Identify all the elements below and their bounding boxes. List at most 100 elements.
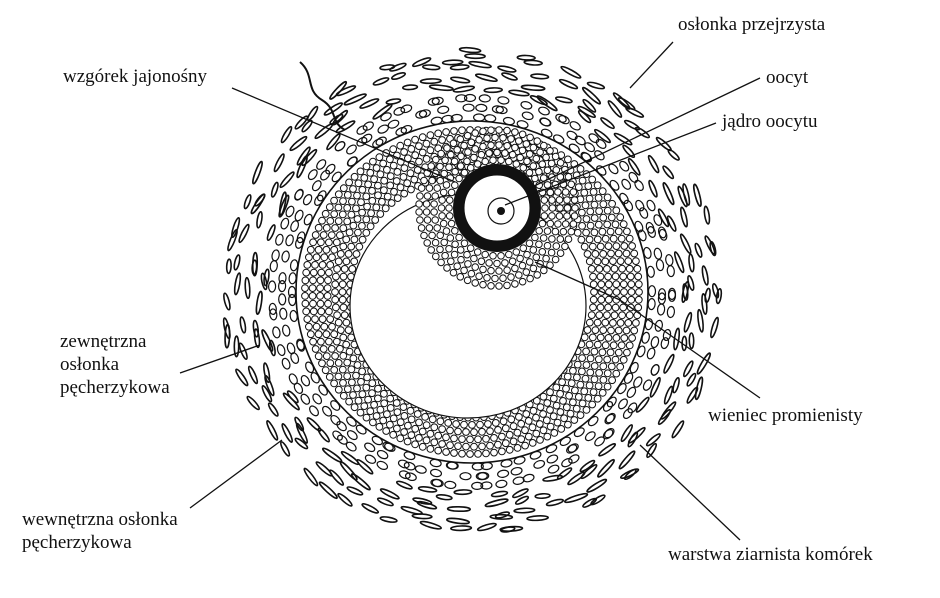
granulosa-cell (386, 420, 394, 429)
theca-interna-cell (588, 133, 600, 144)
theca-interna-cell (269, 260, 278, 273)
granulosa-cell (334, 217, 343, 226)
granulosa-cell (513, 444, 522, 452)
granulosa-cell (317, 337, 325, 346)
granulosa-cell (591, 326, 600, 335)
granulosa-cell (599, 200, 608, 209)
granulosa-cell (301, 284, 309, 293)
cumulus-cell (523, 157, 531, 166)
granulosa-cell (611, 220, 620, 229)
cumulus-oophorus (415, 126, 579, 290)
theca-interna-cell (286, 342, 296, 355)
leader-jadro-oocytu (504, 122, 717, 206)
granulosa-cell (311, 345, 320, 353)
cumulus-cell (427, 246, 436, 254)
granulosa-cell (609, 234, 618, 243)
cumulus-cell (531, 233, 539, 242)
theca-interna-cell (330, 414, 341, 426)
granulosa-cell (454, 427, 462, 436)
granulosa-cell (620, 288, 628, 296)
cumulus-cell (555, 196, 564, 204)
cumulus-cell (532, 154, 541, 163)
theca-externa-cell (301, 148, 318, 167)
granulosa-cell (517, 435, 526, 444)
cumulus-cell (515, 137, 523, 145)
cumulus-cell (443, 264, 451, 272)
cumulus-cell (538, 248, 547, 256)
granulosa-cell (322, 224, 331, 232)
theca-interna-cell (604, 413, 615, 425)
cumulus-cell (501, 259, 509, 267)
granulosa-cell (614, 348, 623, 357)
theca-interna-cell (275, 233, 284, 246)
cumulus-cell (511, 264, 519, 273)
granulosa-cell (331, 224, 340, 232)
cumulus-cell (525, 258, 534, 266)
theca-interna-cell (337, 434, 348, 445)
granulosa-cell (344, 250, 353, 258)
theca-externa-cell (563, 492, 589, 504)
granulosa-cell (308, 284, 317, 293)
theca-externa-cell (516, 54, 536, 61)
theca-externa-cell (513, 507, 536, 514)
theca-externa-cell (332, 109, 349, 126)
label-jadro-oocytu: jądro oocytu (722, 111, 818, 132)
theca-externa-cell (490, 490, 509, 498)
granulosa-cell (617, 234, 626, 243)
theca-interna-cell (361, 133, 373, 144)
granulosa-cell (311, 261, 319, 269)
theca-externa-cell (450, 525, 473, 532)
cumulus-cell (442, 181, 451, 189)
cumulus-cell (519, 164, 528, 172)
cumulus-cell (538, 160, 547, 168)
granulosa-cell (343, 385, 352, 394)
cumulus-cell (497, 252, 505, 260)
granulosa-cell (347, 210, 356, 219)
cumulus-cell (491, 274, 499, 283)
label-wewnetrzna-line-2: pęcherzykowa (22, 532, 132, 553)
granulosa-cell (332, 272, 340, 281)
granulosa-cell (372, 164, 381, 172)
granulosa-cell (498, 432, 506, 441)
granulosa-cell (595, 265, 604, 273)
granulosa-cell (628, 334, 636, 342)
leader-wieniec (534, 261, 761, 399)
cumulus-cell (456, 273, 465, 281)
granulosa-cell (490, 434, 498, 442)
cumulus-cell (548, 235, 556, 243)
cumulus-cell (470, 153, 478, 162)
granulosa-cell (576, 165, 585, 173)
cumulus-cell (538, 219, 547, 228)
granulosa-cell (343, 358, 352, 367)
granulosa-cell (336, 326, 345, 335)
granulosa-cell (374, 191, 382, 200)
granulosa-cell (349, 354, 358, 363)
granulosa-cell (400, 412, 409, 420)
granulosa-cell (585, 318, 594, 327)
theca-interna-cell (364, 454, 377, 464)
theca-externa-cell (672, 376, 680, 394)
granulosa-cell (466, 435, 474, 444)
theca-interna-cell (621, 178, 632, 190)
theca-externa-cell (529, 95, 548, 106)
granulosa-cell (576, 380, 585, 389)
cumulus-cell (430, 208, 438, 216)
granulosa-cell (368, 389, 376, 398)
theca-externa-cell (337, 492, 353, 507)
granulosa-cell (577, 235, 586, 244)
granulosa-cell (364, 395, 373, 404)
cumulus-cell (438, 212, 446, 220)
granulosa-cell (532, 413, 540, 422)
theca-interna-cell (437, 105, 450, 114)
cumulus-cell (508, 257, 517, 266)
theca-externa-cell (270, 181, 279, 198)
granulosa-cell (336, 250, 345, 258)
cumulus-cell (481, 157, 490, 166)
theca-externa-cell (688, 332, 695, 350)
granulosa-cell (601, 234, 610, 243)
theca-externa-cell (647, 154, 660, 174)
cumulus-cell (546, 188, 555, 197)
cumulus-cell (485, 259, 493, 267)
granulosa-cell (350, 257, 359, 266)
granulosa-cell (370, 175, 379, 184)
